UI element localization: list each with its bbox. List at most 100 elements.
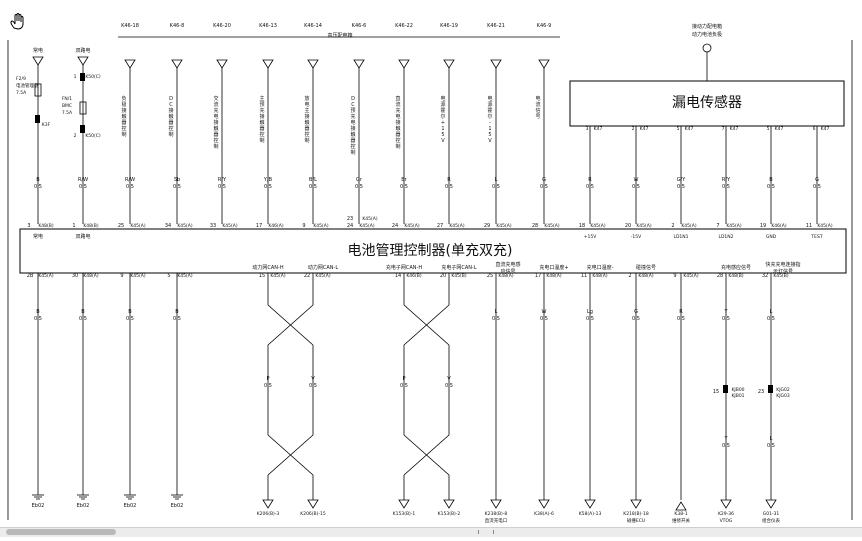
- twisted-pair: [403, 304, 450, 346]
- terminal-desc: C: [351, 102, 355, 108]
- end-label: VTOG: [720, 518, 733, 524]
- pin-number: 25: [118, 223, 124, 229]
- connector-id: K47: [730, 126, 739, 132]
- wire-size: 0.5: [34, 184, 42, 190]
- connector-id: K45(A): [359, 223, 375, 229]
- wire-color: L: [495, 309, 498, 315]
- terminal-desc: 器: [168, 120, 173, 126]
- pin-number: 2: [632, 126, 635, 132]
- terminal-desc: 触: [213, 125, 218, 132]
- terminal-desc: D: [169, 96, 173, 102]
- scrollbar-thumb[interactable]: [6, 529, 116, 535]
- terminal-triangle-icon: [171, 59, 183, 69]
- pin-number: 17: [535, 273, 541, 279]
- wire-size: 0.5: [722, 443, 730, 449]
- connector-id: K48(A): [498, 273, 514, 279]
- terminal-desc: 预: [350, 107, 355, 114]
- wire-size: 0.5: [767, 316, 775, 322]
- wire-size: 0.5: [400, 383, 408, 389]
- wire-color: L: [770, 309, 773, 315]
- wire-color: L: [495, 177, 498, 183]
- terminal-desc: 控: [121, 125, 126, 132]
- wire-color: Sb: [174, 177, 180, 183]
- connector-id: K48(B): [728, 273, 744, 279]
- wire-color: R/Y: [722, 177, 731, 183]
- wire-size: 0.5: [264, 184, 272, 190]
- connector-id: K45(A): [636, 223, 652, 229]
- wire-color: B: [175, 309, 179, 315]
- wire-size: 0.5: [586, 184, 594, 190]
- wire-size: 0.5: [632, 316, 640, 322]
- wire-size: 0.5: [492, 184, 500, 190]
- pin-number: 17: [256, 223, 262, 229]
- terminal-desc: 触: [259, 119, 264, 126]
- signal-label: 示灯信号: [773, 268, 793, 275]
- terminal-label: K46-6: [352, 23, 367, 29]
- terminal-desc: 接: [121, 107, 126, 114]
- wire-color: R: [679, 309, 683, 315]
- terminal-desc: 触: [395, 125, 400, 132]
- fuse-rating: 7.5A: [16, 90, 27, 96]
- bms-pin-label: TEST: [810, 234, 822, 240]
- pin-number: 28: [717, 273, 723, 279]
- end-connector: K58(A)-13: [579, 511, 602, 517]
- end-connector: K38-1: [674, 511, 687, 517]
- twisted-pair: [403, 434, 450, 476]
- pin-number: 32: [762, 273, 768, 279]
- terminal-desc: 主: [304, 107, 309, 114]
- connector-id: K46(A): [771, 223, 787, 229]
- horizontal-scrollbar[interactable]: [0, 527, 862, 537]
- wire-color: B: [769, 177, 773, 183]
- wire-color: R/W: [125, 177, 135, 183]
- wire-size: 0.5: [492, 316, 500, 322]
- wire-size: 0.5: [677, 184, 685, 190]
- terminal-desc: 制: [395, 143, 400, 150]
- wire-color: B/L: [309, 177, 317, 183]
- terminal-desc: 5: [488, 132, 491, 138]
- wire-color: Lg: [587, 309, 593, 315]
- terminal-triangle-icon: [630, 499, 642, 509]
- wire-color: W: [634, 177, 639, 183]
- wire-size: 0.5: [722, 316, 730, 322]
- bms-pin-label: +15V: [584, 234, 597, 240]
- wire-size: 0.5: [813, 184, 821, 190]
- can-l-label: 充电子网CAN-L: [441, 264, 476, 271]
- terminal-desc: 触: [121, 113, 126, 120]
- signal-label: 充电口温度-: [587, 264, 614, 271]
- terminal-desc: 流: [395, 101, 400, 108]
- terminal-triangle-icon: [538, 499, 550, 509]
- pin-number: 14: [395, 273, 401, 279]
- terminal-desc: D: [351, 96, 355, 102]
- pin-number: 29: [484, 223, 490, 229]
- terminal-triangle-icon: [490, 59, 502, 69]
- terminal-desc: 接: [213, 119, 218, 126]
- wire-size: 0.5: [445, 383, 453, 389]
- connector-id: K45(A): [222, 223, 238, 229]
- pin-number: 19: [760, 223, 766, 229]
- terminal-desc: 负: [121, 95, 126, 102]
- wire-size: 0.5: [126, 316, 134, 322]
- pin-number: 5: [767, 126, 770, 132]
- pin-number: 11: [806, 223, 812, 229]
- pin-number: 2B: [27, 273, 34, 279]
- terminal-desc: 霍: [487, 107, 492, 114]
- end-label: 直流充电口: [485, 517, 508, 524]
- wire-color: G/Y: [677, 177, 687, 183]
- pin-number: 23: [758, 389, 764, 395]
- wire-color: L: [770, 436, 773, 442]
- wire-color: Y/B: [263, 177, 273, 183]
- terminal-desc: 控: [304, 131, 309, 138]
- terminal-desc: 触: [168, 113, 173, 120]
- wire-size: 0.5: [767, 184, 775, 190]
- connector-id: K47: [821, 126, 830, 132]
- terminal-desc: 源: [487, 101, 492, 108]
- terminal-triangle-icon: [262, 59, 274, 69]
- terminal-triangle-icon: [443, 499, 455, 509]
- pin-number: 9: [120, 273, 123, 279]
- terminal-label: 双路电: [75, 47, 90, 54]
- pin-number: 34: [165, 223, 171, 229]
- hand-tool-icon[interactable]: [8, 12, 28, 32]
- signal-label: 直流充电感: [495, 261, 520, 268]
- terminal-desc: 制: [259, 137, 264, 144]
